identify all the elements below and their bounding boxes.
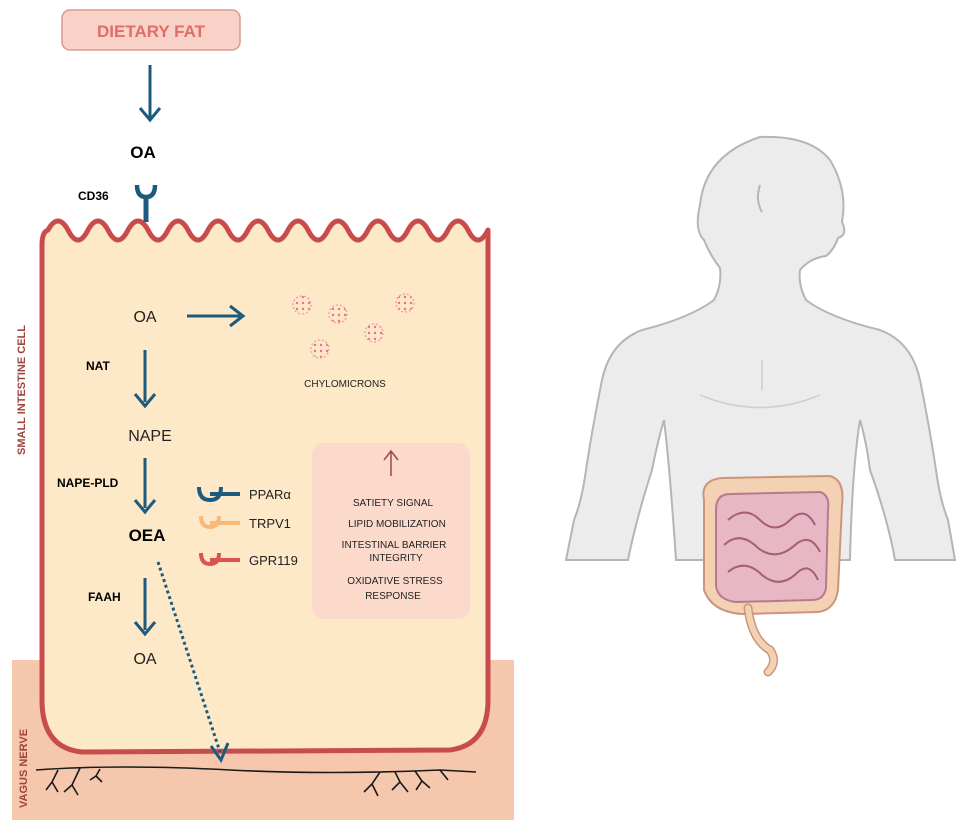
oa-bottom-label: OA bbox=[133, 651, 156, 668]
receptor-label-ppar-alpha: PPARα bbox=[249, 487, 291, 502]
effect-intestinal-barrier: INTESTINAL BARRIER bbox=[342, 540, 447, 551]
oa-cell-label: OA bbox=[133, 309, 156, 326]
chylomicron bbox=[396, 294, 414, 312]
effect-satiety-signal: SATIETY SIGNAL bbox=[353, 498, 434, 509]
vagus-nerve-label: VAGUS NERVE bbox=[18, 729, 30, 808]
effect-lipid-mobilization: LIPID MOBILIZATION bbox=[348, 519, 446, 530]
receptor-label-trpv1: TRPV1 bbox=[249, 516, 291, 531]
nape-pld-label: NAPE-PLD bbox=[57, 476, 119, 490]
nape-label: NAPE bbox=[128, 428, 172, 445]
chylomicron bbox=[293, 296, 311, 314]
intestine-icon bbox=[703, 476, 842, 672]
oea-label: OEA bbox=[129, 526, 166, 545]
effect-response: RESPONSE bbox=[365, 591, 421, 602]
cd36-receptor-icon bbox=[137, 185, 155, 222]
chylomicron bbox=[329, 305, 347, 323]
oa-top-label: OA bbox=[130, 143, 156, 162]
receptor-label-gpr119: GPR119 bbox=[249, 553, 298, 568]
cd36-label: CD36 bbox=[78, 189, 109, 203]
effect-oxidative-stress: OXIDATIVE STRESS bbox=[347, 576, 443, 587]
faah-label: FAAH bbox=[88, 590, 121, 604]
chylomicron bbox=[311, 340, 329, 358]
nat-label: NAT bbox=[86, 359, 110, 373]
small-intestine-cell-label: SMALL INTESTINE CELL bbox=[16, 325, 28, 455]
effect-integrity: INTEGRITY bbox=[369, 553, 423, 564]
dietary-fat-label: DIETARY FAT bbox=[97, 22, 206, 41]
chylomicron bbox=[365, 324, 383, 342]
chylomicrons-label: CHYLOMICRONS bbox=[304, 379, 386, 390]
